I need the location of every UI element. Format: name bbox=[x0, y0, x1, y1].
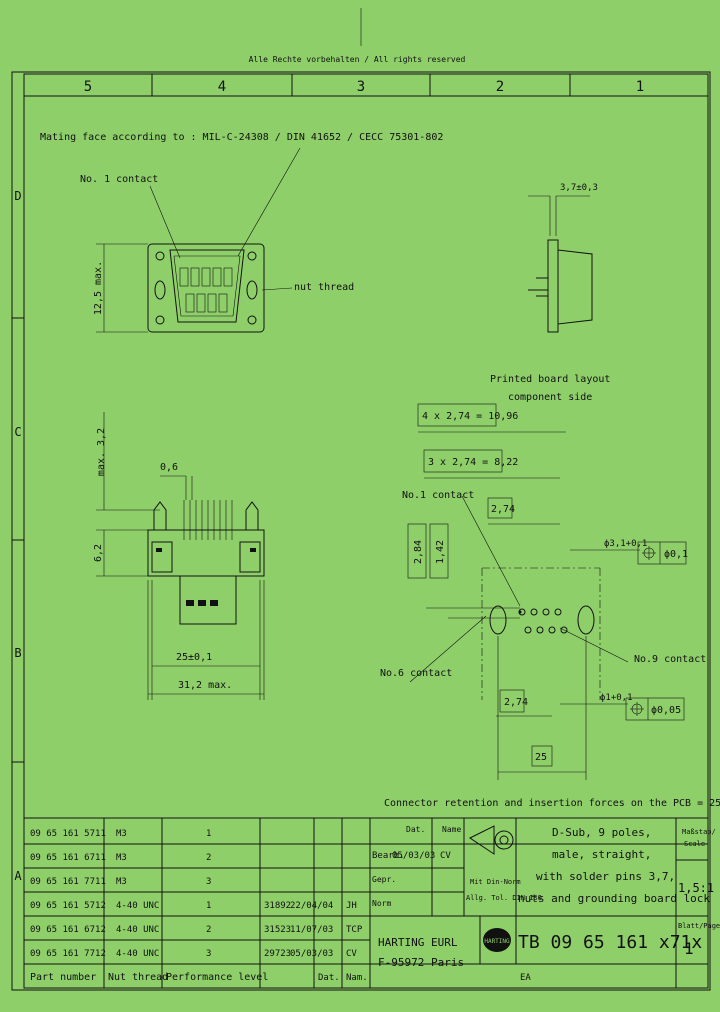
connector-side-view bbox=[528, 195, 593, 333]
title-block bbox=[23, 817, 709, 989]
rev-norm-label: Norm bbox=[372, 899, 391, 908]
dim-1-42: 1,42 bbox=[435, 540, 446, 564]
zone-col-5: 5 bbox=[84, 79, 92, 95]
parts-cell-level: 2 bbox=[206, 925, 211, 935]
zone-row-a: A bbox=[14, 869, 22, 883]
parts-cell-level: 1 bbox=[206, 901, 211, 911]
parts-cell-thread: 4-40 UNC bbox=[116, 901, 159, 911]
parts-cell-thread: M3 bbox=[116, 829, 127, 839]
zone-col-1: 1 bbox=[636, 79, 644, 95]
pcb-layout-title: Printed board layout bbox=[490, 374, 610, 385]
pcb-hole-pattern bbox=[481, 567, 601, 700]
tolerance-phi-0-1: ϕ0,1 bbox=[664, 549, 688, 560]
dim-2-74-upper: 2,74 bbox=[491, 504, 515, 515]
dim-2-74-lower: 2,74 bbox=[504, 697, 528, 708]
dim-3x2-74: 3 x 2,74 = 8,22 bbox=[428, 457, 518, 468]
header-date: Dat. bbox=[318, 973, 340, 983]
parts-cell-level: 3 bbox=[206, 949, 211, 959]
parts-cell-c4: 31892 bbox=[264, 901, 291, 911]
no6-contact-label: No.6 contact bbox=[380, 668, 452, 679]
zone-row-b: B bbox=[14, 646, 21, 660]
rev-name-label: Name bbox=[442, 825, 461, 834]
dim-4x2-74: 4 x 2,74 = 10,96 bbox=[422, 411, 518, 422]
sheet-number: 1 bbox=[684, 939, 694, 958]
company-address: F-95972 Paris bbox=[378, 956, 464, 969]
zone-col-3: 3 bbox=[357, 79, 365, 95]
parts-cell-thread: M3 bbox=[116, 877, 127, 887]
parts-cell-c5: 22/04/04 bbox=[290, 901, 333, 911]
zone-col-4: 4 bbox=[218, 79, 226, 95]
no9-contact-label: No.9 contact bbox=[634, 654, 706, 665]
dim-2-84: 2,84 bbox=[413, 540, 424, 564]
parts-cell-part: 09 65 161 6711 bbox=[30, 853, 106, 863]
tolerance-phi-0-05: ϕ0,05 bbox=[651, 705, 681, 716]
parts-cell-level: 3 bbox=[206, 877, 211, 887]
rev-datum: 05/03/03 bbox=[392, 851, 435, 861]
dim-max-3-2: max. 3,2 bbox=[96, 428, 107, 476]
parts-cell-c6: CV bbox=[346, 949, 357, 959]
pcb-layout-subtitle: component side bbox=[508, 392, 592, 403]
rev-gepr-label: Gepr. bbox=[372, 875, 396, 884]
connector-bottom-view bbox=[147, 500, 265, 625]
dim-6-2: 6,2 bbox=[93, 544, 104, 562]
parts-cell-thread: M3 bbox=[116, 853, 127, 863]
scale-value: 1,5:1 bbox=[678, 881, 714, 895]
parts-cell-part: 09 65 161 7712 bbox=[30, 949, 106, 959]
harting-logo: HARTING bbox=[484, 938, 510, 945]
parts-cell-level: 2 bbox=[206, 853, 211, 863]
dim-25-pcb: 25 bbox=[535, 752, 547, 763]
mating-face-note: Mating face according to : MIL-C-24308 /… bbox=[40, 132, 443, 143]
parts-cell-part: 09 65 161 5712 bbox=[30, 901, 106, 911]
rev-who: CV bbox=[440, 851, 451, 861]
scale-label-1: Maßstab/ bbox=[682, 828, 716, 836]
zone-row-d: D bbox=[14, 189, 21, 203]
zone-col-2: 2 bbox=[496, 79, 504, 95]
sheet-label: Blatt/Page bbox=[678, 922, 720, 930]
no1-contact-label-top: No. 1 contact bbox=[80, 174, 158, 185]
desc-line-4: nuts and grounding board lock bbox=[518, 892, 710, 905]
nut-thread-label: nut thread bbox=[294, 282, 354, 293]
dim-phi-1: ϕ1+0,1 bbox=[600, 693, 633, 703]
parts-cell-c5: 05/03/03 bbox=[290, 949, 333, 959]
parts-cell-c4: 29723 bbox=[264, 949, 291, 959]
parts-cell-part: 09 65 161 7711 bbox=[30, 877, 106, 887]
connector-front-view bbox=[147, 243, 265, 333]
header-name: Nam. bbox=[346, 973, 368, 983]
ea-label: EA bbox=[520, 973, 531, 983]
desc-line-2: male, straight, bbox=[552, 848, 651, 861]
scale-label-2: Scale bbox=[684, 840, 705, 848]
forces-note: Connector retention and insertion forces… bbox=[384, 798, 720, 809]
parts-cell-c6: JH bbox=[346, 901, 357, 911]
rev-bearb-label: Bearb. bbox=[372, 851, 405, 861]
drawing-number: TB 09 65 161 x71x bbox=[518, 932, 702, 953]
dim-3-7: 3,7±0,3 bbox=[560, 183, 598, 193]
parts-cell-c5: 11/07/03 bbox=[290, 925, 333, 935]
copyright-notice: Alle Rechte vorbehalten / All rights res… bbox=[249, 55, 466, 64]
parts-cell-part: 09 65 161 6712 bbox=[30, 925, 106, 935]
dim-25-tol: 25±0,1 bbox=[176, 652, 212, 663]
norm-note-2: Allg. Tol. DIN ISO bbox=[466, 894, 542, 902]
header-part-number: Part number bbox=[30, 972, 96, 983]
header-nut-thread: Nut thread bbox=[108, 972, 168, 983]
parts-cell-c4: 31523 bbox=[264, 925, 291, 935]
parts-cell-c6: TCP bbox=[346, 925, 363, 935]
no1-contact-label: No.1 contact bbox=[402, 490, 474, 501]
company-name: HARTING EURL bbox=[378, 936, 458, 949]
dim-12-5-max: 12,5 max. bbox=[93, 261, 104, 315]
zone-row-c: C bbox=[14, 425, 21, 439]
parts-cell-level: 1 bbox=[206, 829, 211, 839]
rev-dat-label: Dat. bbox=[406, 825, 425, 834]
parts-cell-thread: 4-40 UNC bbox=[116, 949, 159, 959]
parts-cell-thread: 4-40 UNC bbox=[116, 925, 159, 935]
parts-cell-part: 09 65 161 5711 bbox=[30, 829, 106, 839]
desc-line-3: with solder pins 3,7, bbox=[536, 870, 675, 883]
desc-line-1: D-Sub, 9 poles, bbox=[552, 826, 651, 839]
dim-phi-3-1: ϕ3,1+0,1 bbox=[604, 539, 647, 549]
header-performance-level: Performance level bbox=[166, 972, 268, 983]
dim-0-6: 0,6 bbox=[160, 462, 178, 473]
norm-note-1: Mit Din-Norm bbox=[470, 878, 521, 886]
dim-31-2-max: 31,2 max. bbox=[178, 680, 232, 691]
